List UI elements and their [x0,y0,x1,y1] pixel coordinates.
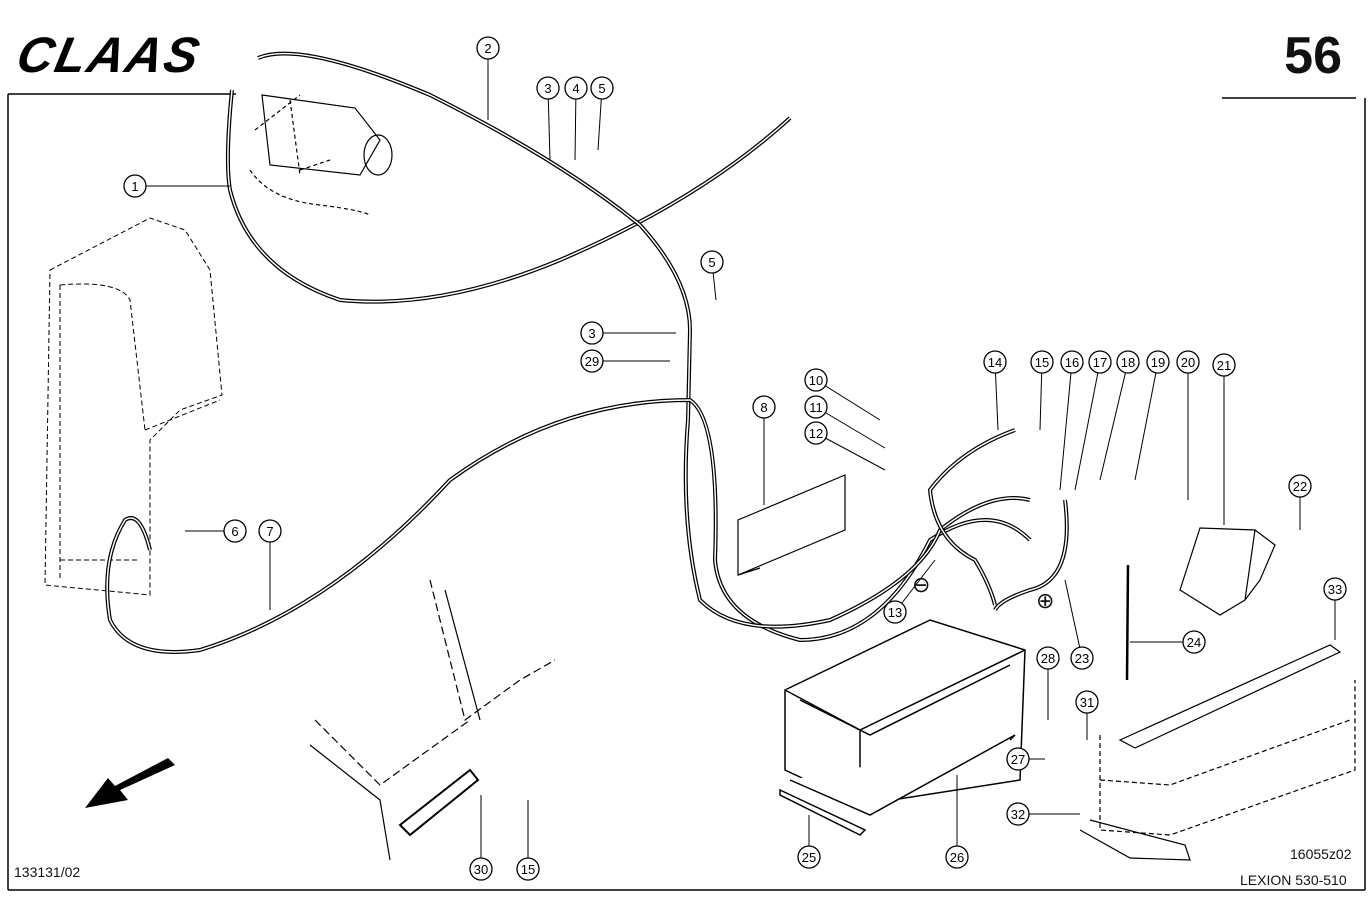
callout-circle [580,349,604,373]
callout-leader [1099,361,1129,481]
callout-circle [536,76,560,100]
page-number: 56 [1284,27,1342,85]
callout-23: 23 [1075,651,1089,666]
drawing-number-right: 16055z02 [1290,846,1352,862]
callout-21: 21 [1217,358,1231,373]
battery-tray [1079,644,1356,861]
callout-circle [752,395,776,419]
callout-circle [1006,747,1030,771]
callout-6: 6 [231,524,238,539]
model-label: LEXION 530-510 [1240,872,1347,888]
callout-26: 26 [950,850,964,865]
callout-circle [804,395,828,419]
callout-circle [223,519,247,543]
callout-24: 24 [1187,635,1201,650]
callout-circle [1146,350,1170,374]
callout-15: 15 [1035,355,1049,370]
callout-11: 11 [809,400,823,415]
callout-circle [804,368,828,392]
callout-13: 13 [888,605,902,620]
callout-2: 2 [484,41,491,56]
callout-circle [1060,350,1084,374]
callout-leader [815,432,886,471]
callout-circle [564,76,588,100]
callout-20: 20 [1181,355,1195,370]
callout-3: 3 [544,81,551,96]
callout-leader [815,406,886,449]
callout-circle [1182,630,1206,654]
callout-18: 18 [1121,355,1135,370]
callout-16: 16 [1065,355,1079,370]
callout-circle [123,174,147,198]
callout-circle [1036,646,1060,670]
callout-7: 7 [266,524,273,539]
cover-21 [1179,527,1276,616]
callout-3: 3 [588,326,595,341]
callout-8: 8 [760,400,767,415]
callout-leader [1059,361,1073,491]
callout-circle [1075,690,1099,714]
callout-14: 14 [988,355,1002,370]
callout-27: 27 [1011,752,1025,767]
callout-circle [797,845,821,869]
callout-5: 5 [708,255,715,270]
callout-circle [883,600,907,624]
callout-33: 33 [1328,582,1342,597]
minus-symbol: ⊖ [912,572,931,597]
callout-circle [469,857,493,881]
callout-circle [1006,802,1030,826]
callout-circle [1070,646,1094,670]
plus-symbol: ⊕ [1036,588,1055,613]
side-panel [44,217,223,596]
starter-motor [249,94,393,216]
callout-circle [258,519,282,543]
callout-circle [1288,474,1312,498]
callout-32: 32 [1011,807,1025,822]
callout-leader [1134,361,1159,481]
callout-leader [815,379,881,421]
callout-17: 17 [1093,355,1107,370]
callout-31: 31 [1080,695,1094,710]
callout-12: 12 [809,426,823,441]
callout-5: 5 [598,81,605,96]
ground-strap-area [309,579,556,861]
callout-10: 10 [809,373,823,388]
plate-8 [737,474,846,576]
callout-15: 15 [521,862,535,877]
callout-leader [547,87,551,161]
callout-30: 30 [474,862,488,877]
callout-22: 22 [1293,479,1307,494]
callout-circle [590,76,614,100]
callout-circle [1030,350,1054,374]
callout-4: 4 [572,81,579,96]
callout-circle [945,845,969,869]
callout-25: 25 [802,850,816,865]
callout-circle [1176,350,1200,374]
callout-circle [476,36,500,60]
callout-circle [516,857,540,881]
rod-24 [1125,564,1130,681]
callout-leader [1074,361,1101,491]
cables [105,51,1069,654]
callout-circle [1116,350,1140,374]
callout-circle [1323,577,1347,601]
callout-circle [580,321,604,345]
callout-circle [983,350,1007,374]
callout-leader [574,87,577,161]
callout-1: 1 [131,179,138,194]
callout-circle [804,421,828,445]
callout-circle [1212,353,1236,377]
callout-29: 29 [585,354,599,369]
callout-19: 19 [1151,355,1165,370]
direction-arrow [85,758,175,808]
callout-circle [700,250,724,274]
callout-circle [1088,350,1112,374]
battery [779,619,1026,836]
callout-leader [1064,579,1083,659]
drawing-number-left: 133131/02 [14,864,81,880]
callout-28: 28 [1041,651,1055,666]
